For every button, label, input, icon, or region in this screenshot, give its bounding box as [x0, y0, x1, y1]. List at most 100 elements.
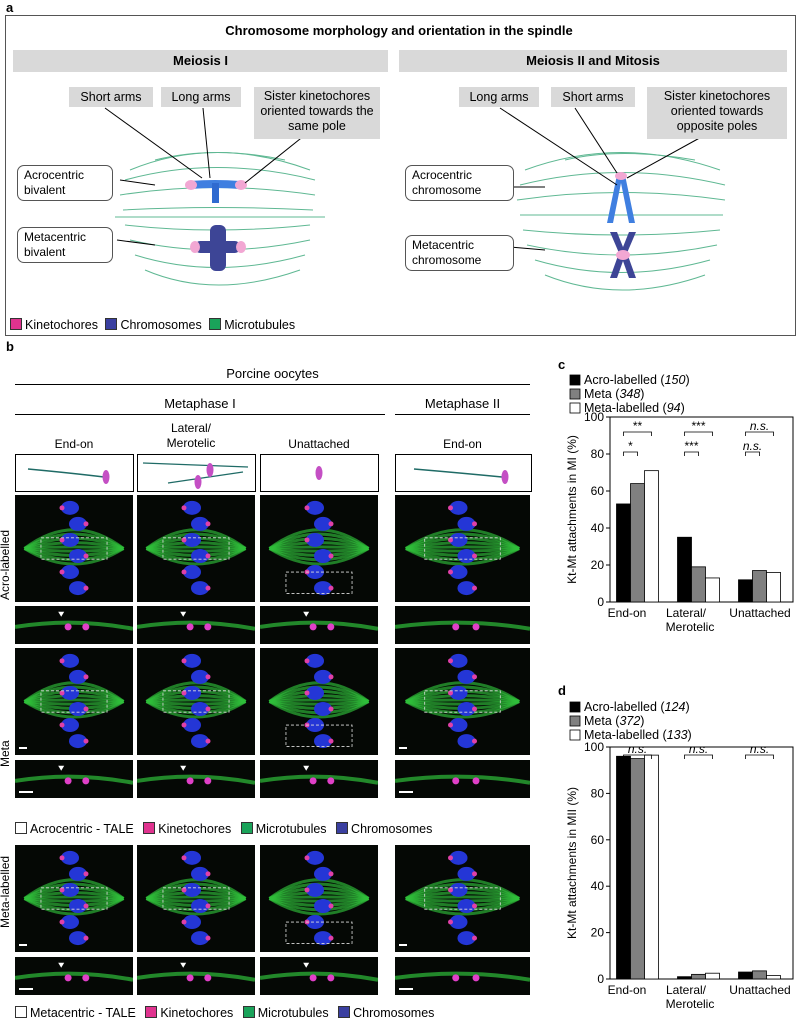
- bar-2-0: [738, 971, 753, 980]
- micrograph-r0-c3: [395, 495, 530, 602]
- acrocentric-bivalent: [185, 180, 247, 203]
- panel-a-frame: [5, 15, 796, 336]
- y-tick-label-80: 80: [591, 786, 605, 800]
- bar-2-1: [752, 970, 767, 980]
- sig-inner-0: [623, 451, 638, 456]
- zoom-r1-c2: [260, 760, 378, 798]
- y-tick-label-20: 20: [591, 926, 605, 940]
- bar-0-0: [616, 755, 631, 980]
- legend-kinetochores: Kinetochores: [25, 318, 98, 332]
- bar-0-2: [644, 470, 659, 603]
- metaphase2-rule: [395, 414, 530, 415]
- legend-label-2: Meta-labelled (133): [584, 728, 692, 742]
- micrograph-r0-c0: [15, 495, 133, 602]
- y-tick-label-60: 60: [591, 484, 605, 498]
- legend-swatch-acro-tale: [15, 822, 27, 834]
- zoom-r1-c3: [395, 760, 530, 798]
- legend-label-2: Meta-labelled (94): [584, 401, 685, 415]
- y-tick-label-100: 100: [584, 410, 604, 424]
- micrograph-r2-c1: [137, 845, 255, 952]
- pointer-lines: [104, 107, 706, 251]
- legend-label-1: Meta (372): [584, 714, 644, 728]
- bar-2-2: [766, 975, 781, 980]
- sig-outer-0: [623, 754, 652, 759]
- zoom-r0-c1: [137, 606, 255, 644]
- chart-c: Acro-labelled (150)Meta (348)Meta-labell…: [565, 373, 794, 634]
- panel-b-legend2: Metacentric - TALE Kinetochores Microtub…: [15, 1006, 434, 1020]
- bar-0-2: [644, 754, 659, 980]
- legend-label-1: Meta (348): [584, 387, 644, 401]
- meiosis1-microtubules: [115, 152, 325, 286]
- micrograph-r1-c0: [15, 648, 133, 755]
- legend-swatch-microtubules-b2: [242, 1006, 255, 1018]
- sketch-lateral: [137, 454, 256, 492]
- legend-kinetochores-b2: Kinetochores: [160, 1006, 234, 1020]
- bar-1-1: [691, 566, 706, 603]
- panel-d-letter: d: [558, 683, 566, 698]
- micrograph-r1-c3: [395, 648, 530, 755]
- micrograph-r2-c2: [260, 845, 378, 952]
- legend-swatch-chromosomes-b2: [338, 1006, 351, 1018]
- legend-swatch-microtubules-b1: [240, 822, 253, 834]
- zoom-r0-c2: [260, 606, 378, 644]
- legend-meta-tale: Metacentric - TALE: [30, 1006, 136, 1020]
- legend-acro-tale: Acrocentric - TALE: [30, 822, 134, 836]
- legend-swatch-chromosomes: [105, 318, 118, 330]
- sig-inner-text-2: n.s.: [743, 439, 762, 453]
- legend-chromosomes: Chromosomes: [120, 318, 202, 332]
- meiosis1-header: Meiosis I: [13, 50, 388, 72]
- y-axis-label: Kt-Mt attachments in MII (%): [565, 787, 579, 939]
- zoom-r0-c0: [15, 606, 133, 644]
- legend-chromosomes-b2: Chromosomes: [353, 1006, 435, 1020]
- mii-short-arms-label: Short arms: [551, 87, 635, 107]
- sig-inner-text-0: *: [628, 439, 633, 453]
- panel-a-legend: Kinetochores Chromosomes Microtubules: [10, 318, 295, 332]
- panel-a-title: Chromosome morphology and orientation in…: [225, 23, 573, 38]
- legend-swatch-2: [569, 402, 581, 414]
- bar-2-0: [738, 579, 753, 603]
- x-tick-label-1-b: Merotelic: [666, 620, 715, 634]
- legend-swatch-chromosomes-b1: [336, 822, 349, 834]
- micrograph-r1-c1: [137, 648, 255, 755]
- sig-outer-1: [684, 431, 713, 436]
- x-tick-label-0: End-on: [608, 606, 647, 620]
- mi-acro-callout: Acrocentric bivalent: [17, 165, 113, 201]
- panel-b-letter: b: [6, 339, 14, 354]
- bar-2-2: [766, 571, 781, 603]
- row-metalab-label: Meta-labelled: [0, 855, 12, 928]
- zoom-r1-c0: [15, 760, 133, 798]
- metacentric-bivalent: [190, 225, 246, 271]
- mii-sister-kinetochores-label: Sister kinetochores oriented towards opp…: [647, 87, 787, 139]
- zoom-r2-c1: [137, 957, 255, 995]
- sig-outer-text-2: n.s.: [750, 742, 769, 756]
- sig-outer-text-0: n.s.: [628, 742, 647, 756]
- legend-swatch-1: [569, 715, 581, 727]
- legend-kinetochores-b1: Kinetochores: [158, 822, 232, 836]
- bar-0-1: [630, 758, 645, 980]
- micrograph-r0-c2: [260, 495, 378, 602]
- x-tick-label-1-a: Lateral/: [666, 606, 707, 620]
- mii-acro-callout: Acrocentric chromosome: [405, 165, 514, 201]
- col-endon: End-on: [54, 437, 94, 451]
- y-tick-label-80: 80: [591, 447, 605, 461]
- micrograph-r1-c2: [260, 648, 378, 755]
- zoom-r2-c0: [15, 957, 133, 995]
- bar-1-2: [705, 972, 720, 980]
- meiosis2-header: Meiosis II and Mitosis: [399, 50, 787, 72]
- sketch-endon: [15, 454, 134, 492]
- legend-swatch-kinetochores: [10, 318, 22, 330]
- y-tick-label-0: 0: [597, 595, 604, 609]
- legend-label-0: Acro-labelled (124): [584, 700, 690, 714]
- zoom-r0-c3: [395, 606, 530, 644]
- panel-b-legend1: Acrocentric - TALE Kinetochores Microtub…: [15, 822, 432, 836]
- acrocentric-chromosome: [607, 172, 635, 223]
- sig-outer-text-0: **: [633, 419, 643, 433]
- x-tick-label-1-b: Merotelic: [666, 997, 715, 1011]
- sig-outer-text-1: n.s.: [689, 742, 708, 756]
- metaphase2-label: Metaphase II: [424, 396, 501, 411]
- legend-microtubules-b1: Microtubules: [255, 822, 327, 836]
- zoom-r2-c2: [260, 957, 378, 995]
- legend-swatch-meta-tale: [15, 1006, 27, 1018]
- legend-swatch-0: [569, 374, 581, 386]
- x-tick-label-2: Unattached: [729, 606, 790, 620]
